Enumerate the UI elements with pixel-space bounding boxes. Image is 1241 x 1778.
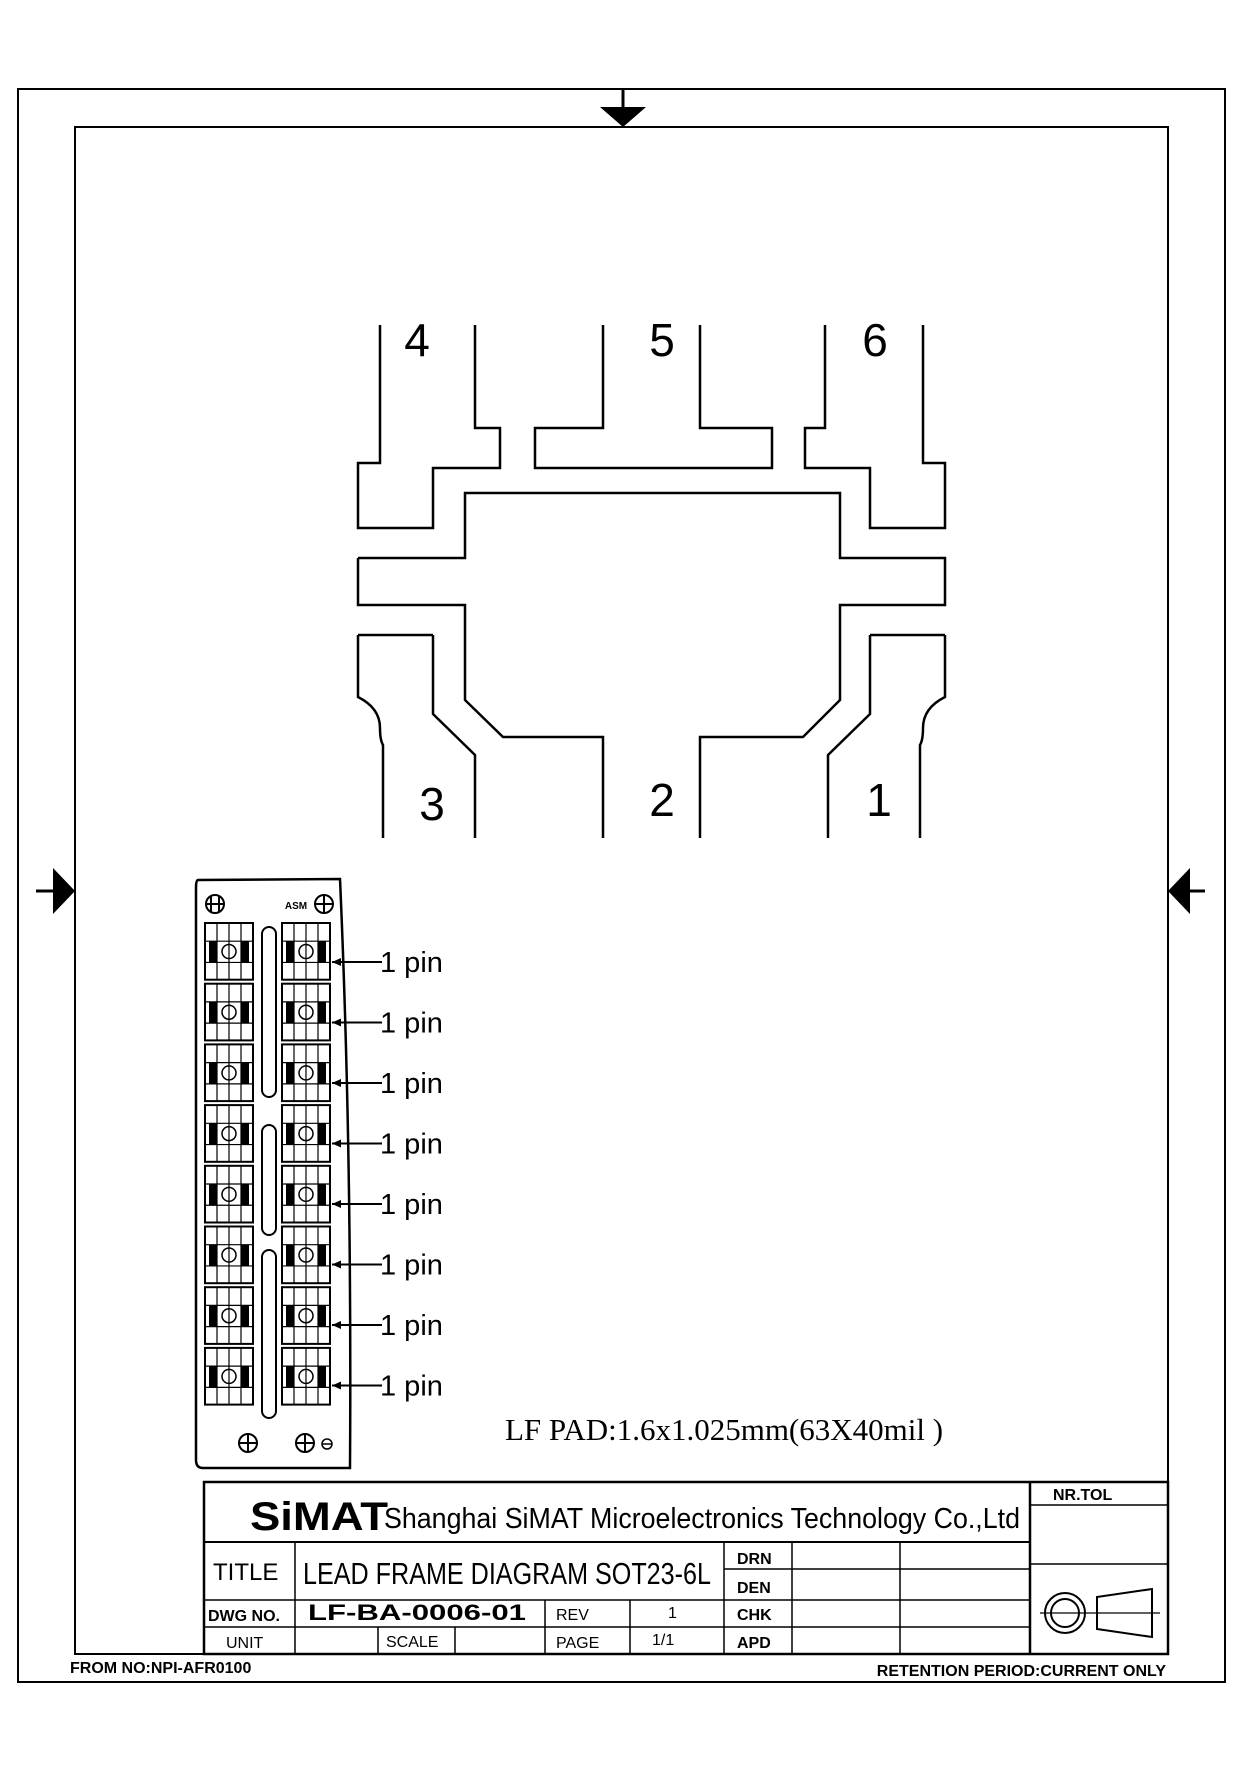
lf-pad-note: LF PAD:1.6x1.025mm(63X40mil ): [505, 1412, 943, 1447]
strip-unit-cell: [281, 922, 331, 981]
asm-mark: ASM: [285, 901, 307, 912]
pin-callout-label: 1 pin: [380, 1129, 443, 1161]
strip-unit-cell: [281, 1104, 331, 1163]
title-label: TITLE: [213, 1559, 278, 1586]
apd-label: APD: [737, 1635, 771, 1652]
strip-bottom-holes: [238, 1433, 333, 1453]
pin-number-5: 5: [649, 314, 675, 366]
pin-callout-label: 1 pin: [380, 1008, 443, 1040]
pin-callout: 1 pin: [332, 1008, 443, 1040]
pin-number-2: 2: [649, 774, 675, 826]
strip-unit-cell: [281, 1286, 331, 1345]
pin-callout-label: 1 pin: [380, 1250, 443, 1282]
strip-unit-cell: [204, 1164, 254, 1224]
pin-number-6: 6: [862, 314, 888, 366]
strip-unit-cell: [281, 1225, 331, 1285]
pin-callouts: 1 pin 1 pin 1 pin 1 pin 1 pin 1 pin 1 pin 1 pin: [332, 947, 443, 1403]
page-label: PAGE: [556, 1635, 599, 1652]
strip-unit-cell: [281, 1043, 331, 1103]
pin-callout-label: 1 pin: [380, 1068, 443, 1100]
die-pad-left: [356, 558, 605, 838]
lead-frame-outline: [356, 325, 947, 838]
title-block: [202, 1480, 1170, 1656]
strip-unit-cell: [204, 1286, 254, 1345]
pin-callout: 1 pin: [332, 1189, 443, 1221]
dwg-no-label: DWG NO.: [208, 1608, 280, 1625]
company-name: Shanghai SiMAT Microelectronics Technolo…: [384, 1503, 1020, 1535]
pin-callout-label: 1 pin: [380, 1189, 443, 1221]
strip-unit-cells: [204, 922, 331, 1406]
lead-frame-strip: ASM: [194, 877, 352, 1470]
drn-label: DRN: [737, 1551, 772, 1568]
strip-slot-3: [261, 1249, 277, 1419]
strip-unit-cell: [281, 982, 331, 1042]
pin-callout-label: 1 pin: [380, 947, 443, 979]
pin-callout-label: 1 pin: [380, 1310, 443, 1342]
nr-tol-label: NR.TOL: [1053, 1487, 1112, 1504]
left-center-arrow: [36, 868, 75, 914]
simat-logo: SiMAT: [250, 1495, 388, 1539]
strip-slot-2: [261, 1124, 277, 1236]
strip-unit-cell: [281, 1164, 331, 1224]
pin-callout: 1 pin: [332, 1250, 443, 1282]
dwg-no-value: LF-BA-0006-01: [308, 1600, 526, 1625]
pin-callout: 1 pin: [332, 947, 443, 979]
lead-1: [826, 633, 947, 838]
pin-callout: 1 pin: [332, 1129, 443, 1161]
pin-callout: 1 pin: [332, 1371, 443, 1403]
rev-value: 1: [668, 1605, 677, 1622]
rev-label: REV: [556, 1607, 589, 1624]
lead-6: [803, 325, 947, 530]
lead-5: [533, 325, 774, 470]
projection-symbol-icon: [1040, 1587, 1160, 1639]
strip-unit-cell: [204, 1043, 254, 1103]
form-number: FROM NO:NPI-AFR0100: [70, 1660, 251, 1677]
pin-callout: 1 pin: [332, 1310, 443, 1342]
scale-label: SCALE: [386, 1634, 438, 1651]
strip-unit-cell: [204, 982, 254, 1042]
unit-label: UNIT: [226, 1635, 264, 1652]
pin-number-1: 1: [866, 774, 892, 826]
strip-unit-cell: [204, 1104, 254, 1163]
pin-number-3: 3: [419, 778, 445, 830]
pin-callout-label: 1 pin: [380, 1371, 443, 1403]
strip-unit-cell: [204, 1346, 254, 1406]
den-label: DEN: [737, 1580, 771, 1597]
strip-unit-cell: [281, 1346, 331, 1406]
drawing-title: LEAD FRAME DIAGRAM SOT23-6L: [303, 1556, 711, 1591]
pin-number-4: 4: [404, 314, 430, 366]
chk-label: CHK: [737, 1607, 772, 1624]
right-center-arrow: [1168, 868, 1205, 914]
strip-unit-cell: [204, 1225, 254, 1285]
lead-4: [356, 325, 502, 530]
retention-period: RETENTION PERIOD:CURRENT ONLY: [877, 1663, 1167, 1680]
strip-unit-cell: [204, 922, 254, 981]
page-value: 1/1: [652, 1632, 674, 1649]
strip-top-holes: [205, 894, 334, 914]
die-pad: [358, 491, 947, 838]
strip-slot-1: [261, 926, 277, 1098]
lead-3: [356, 633, 477, 838]
pin-callout: 1 pin: [332, 1068, 443, 1100]
top-center-arrow: [600, 89, 646, 127]
